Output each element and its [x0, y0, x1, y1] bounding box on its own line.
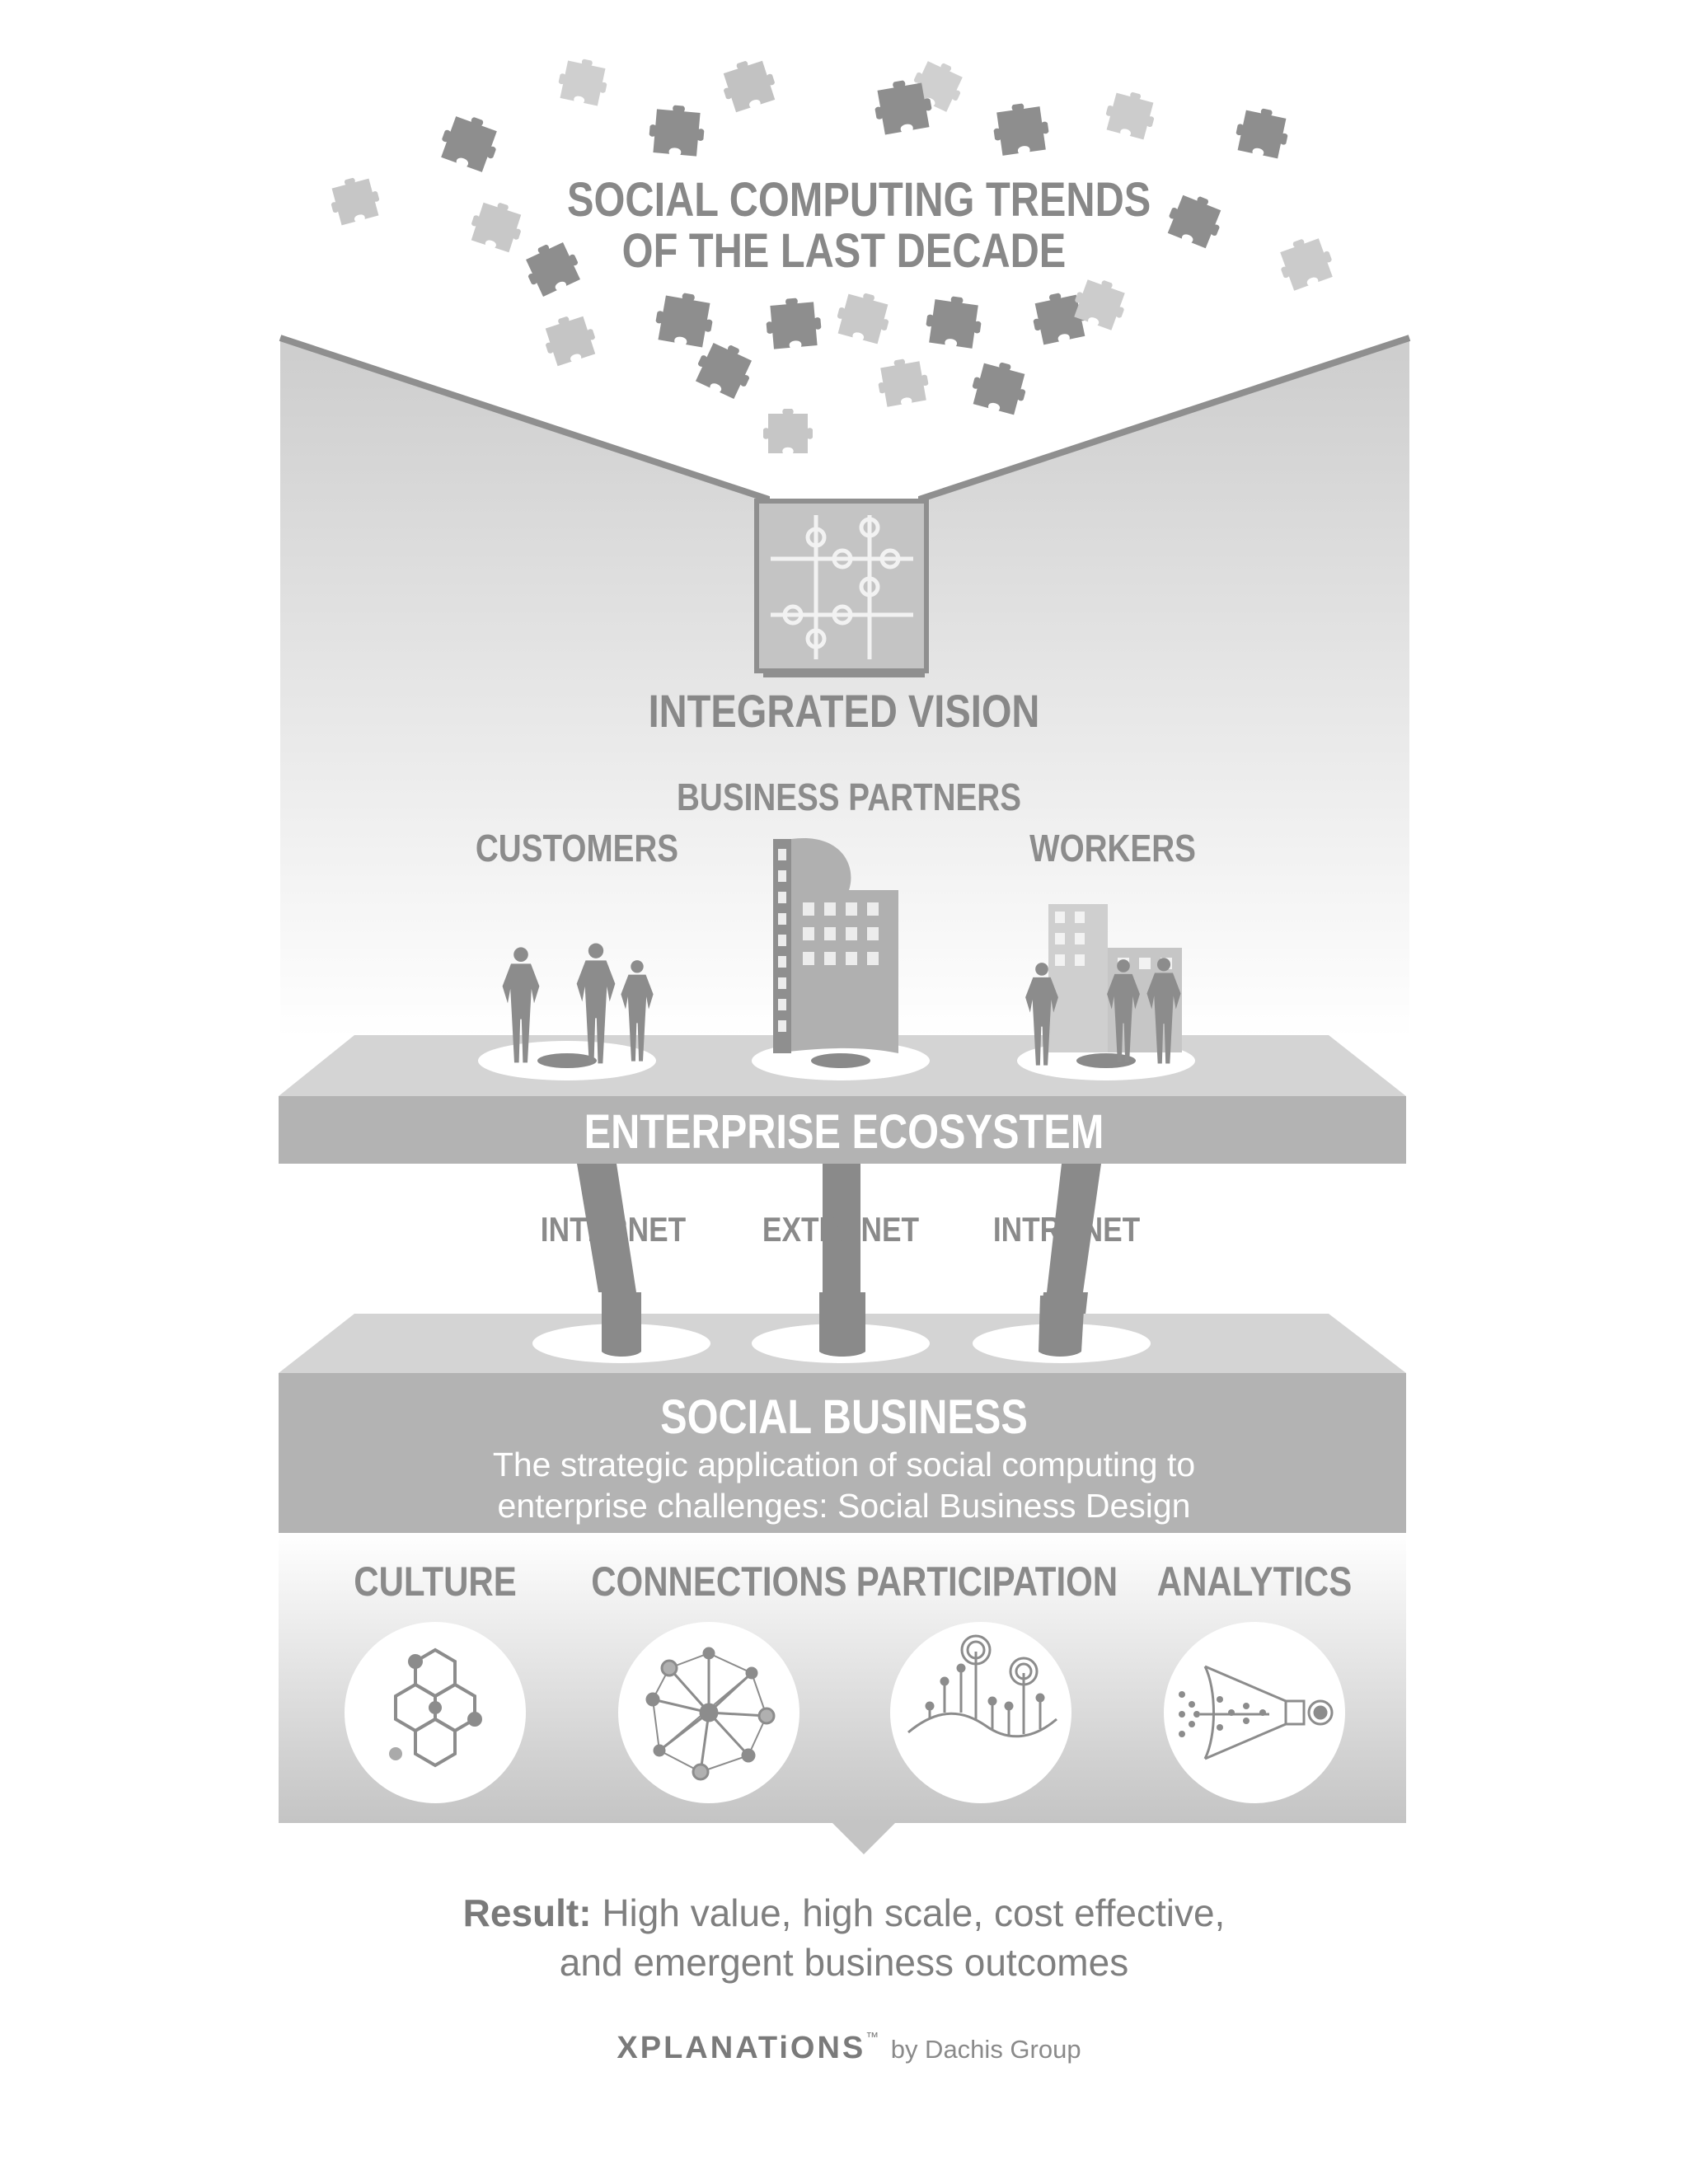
participation-label: PARTICIPATION	[856, 1558, 1118, 1605]
social-business-platform	[279, 1296, 1406, 1533]
puzzle-piece-icon	[434, 109, 504, 175]
social-business-title: SOCIAL BUSINESS	[660, 1390, 1028, 1444]
analytics-funnel-icon	[1179, 1665, 1334, 1760]
puzzle-piece-icon	[326, 172, 385, 227]
social-business-description-line-1: The strategic application of social comp…	[492, 1446, 1196, 1483]
analytics-label: ANALYTICS	[1156, 1558, 1353, 1605]
funnel	[279, 335, 1411, 1038]
connections-network-icon	[645, 1647, 776, 1781]
puzzle-piece-icon	[990, 100, 1053, 157]
integrated-vision-label: INTEGRATED VISION	[648, 685, 1040, 737]
puzzle-piece-icon	[716, 54, 781, 115]
building-icon	[773, 837, 898, 1053]
culture-hexagon-icon	[389, 1647, 482, 1768]
customers-label: CUSTOMERS	[475, 827, 679, 869]
puzzle-piece-icon	[922, 293, 985, 349]
workers-label: WORKERS	[1029, 827, 1196, 869]
connections-label: CONNECTIONS	[591, 1558, 847, 1605]
page-title-line-2: OF THE LAST DECADE	[621, 224, 1067, 278]
puzzle-piece-icon	[1161, 188, 1228, 251]
puzzle-piece-icon	[465, 196, 528, 255]
extranet-label: EXTRANET	[762, 1210, 920, 1249]
puzzle-piece-icon	[554, 54, 612, 107]
brand-byline: by Dachis Group	[890, 2035, 1081, 2064]
completed-puzzle	[754, 499, 929, 673]
puzzle-piece-icon	[651, 288, 717, 349]
puzzle-piece-icon	[647, 103, 706, 157]
enterprise-ecosystem-label: ENTERPRISE ECOSYSTEM	[584, 1105, 1104, 1159]
result-prefix: Result:	[462, 1891, 592, 1934]
culture-label: CULTURE	[354, 1558, 517, 1605]
puzzle-piece-icon	[1231, 104, 1292, 160]
puzzle-piece-icon	[763, 409, 813, 453]
brand-logo: XPLANATiONS	[617, 2031, 866, 2065]
participation-wave-icon	[907, 1634, 1057, 1738]
business-partners-label: BUSINESS PARTNERS	[677, 776, 1021, 818]
puzzle-piece-icon	[1273, 232, 1339, 293]
result-line-1: Result: High value, high scale, cost eff…	[267, 1889, 1421, 1937]
trademark-mark: ™	[865, 2031, 879, 2045]
footer-branding: XPLANATiONS™ by Dachis Group	[593, 2031, 1104, 2066]
puzzle-piece-icon	[967, 356, 1032, 417]
puzzle-piece-icon	[832, 288, 894, 346]
page-title-line-1: SOCIAL COMPUTING TRENDS	[567, 173, 1151, 227]
pillars-panel	[279, 1533, 1406, 1854]
result-text-line-1: High value, high scale, cost effective,	[602, 1891, 1226, 1934]
intranet-label: INTRANET	[992, 1210, 1141, 1249]
result-line-2: and emergent business outcomes	[559, 1941, 1129, 1984]
puzzle-piece-icon	[1100, 87, 1160, 142]
internet-label: INTERNET	[540, 1210, 687, 1249]
puzzle-piece-icon	[764, 296, 823, 350]
puzzle-piece-icon	[874, 355, 932, 409]
puzzle-piece-icon	[539, 310, 602, 368]
social-business-description-line-2: enterprise challenges: Social Business D…	[497, 1487, 1191, 1525]
